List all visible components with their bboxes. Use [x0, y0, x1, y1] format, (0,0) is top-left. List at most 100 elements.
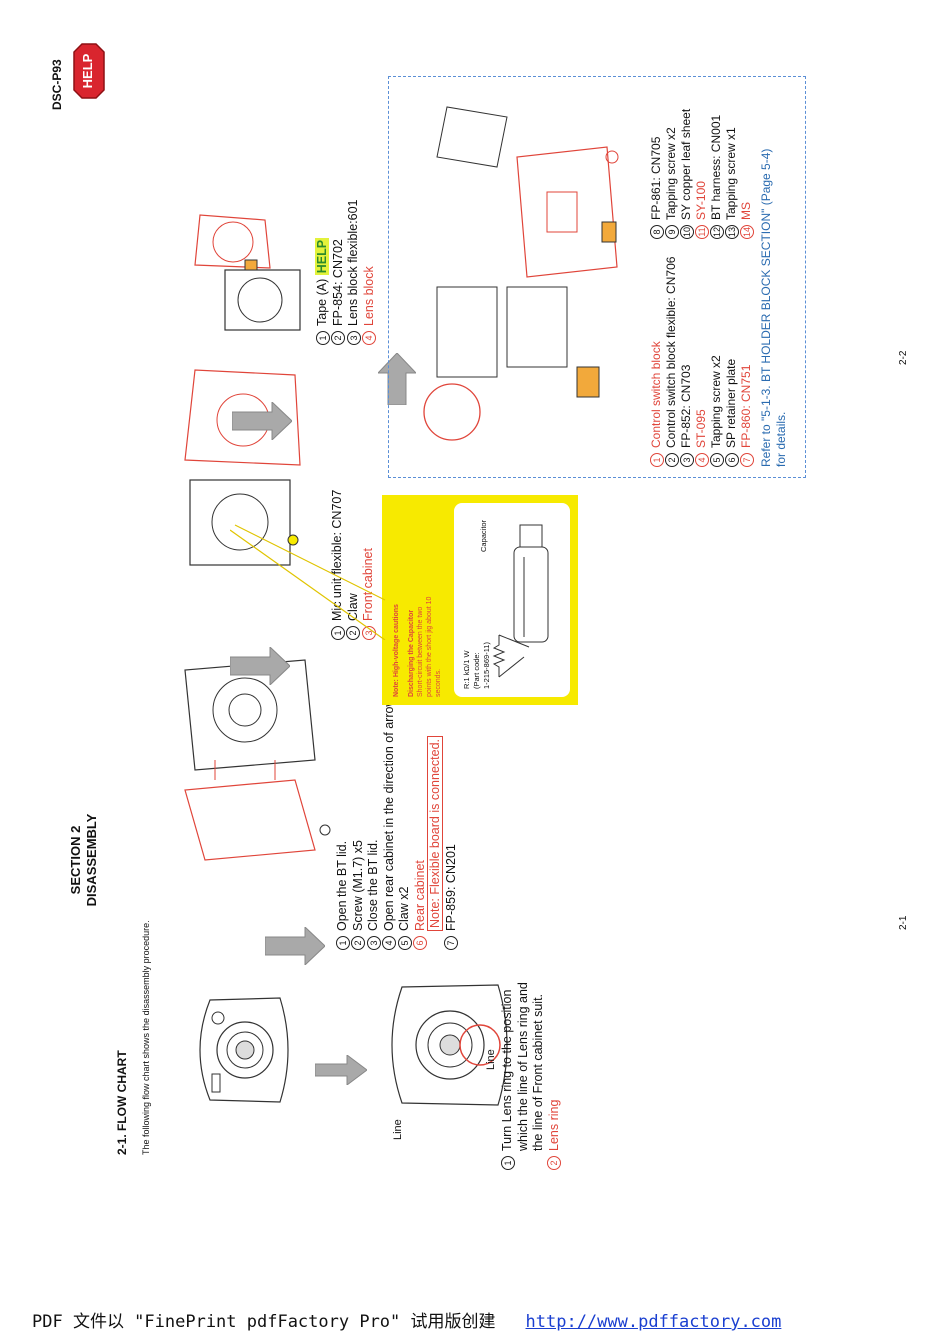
step5-item-7-text: FP-860: CN751	[739, 364, 753, 448]
step5-item-9-text: Tapping screw x2	[664, 127, 678, 220]
step2-item-1: 1Open the BT lid.	[335, 620, 351, 950]
step5-item-8: 8FP-861: CN705	[649, 79, 664, 239]
camera-lens-ring-illustration	[380, 975, 525, 1115]
step2-item-3-text: Close the BT lid.	[366, 839, 380, 931]
step-number-badge: 1	[649, 453, 664, 467]
step5-item-7: 7 FP-860: CN751	[739, 247, 754, 467]
step5-item-1-text: Control switch block	[649, 341, 663, 448]
caution-line5: seconds.	[435, 668, 442, 697]
reference-line1[interactable]: Refer to "5-1-3. BT HOLDER BLOCK SECTION…	[759, 148, 773, 467]
step5-item-2-text: Control switch block flexible: CN706	[664, 256, 678, 448]
help-octagon-icon	[73, 43, 105, 99]
caution-line1: Note: High-voltage cautions	[393, 604, 400, 697]
bt-holder-reference[interactable]: Refer to "5-1-3. BT HOLDER BLOCK SECTION…	[759, 87, 789, 467]
step5-item-3-text: FP-852: CN703	[679, 364, 693, 448]
step5-item-6: 6SP retainer plate	[724, 247, 739, 467]
step5-item-14: 14MS	[739, 79, 754, 239]
step1-item-2: 2Lens ring	[547, 970, 563, 1170]
rear-cabinet-exploded-illustration	[175, 650, 340, 870]
step-number-badge: 9	[664, 225, 679, 239]
step2-item-4-text: Open rear cabinet in the direction of ar…	[381, 694, 396, 931]
step-number-badge: 7	[444, 936, 459, 950]
flow-arrow-right	[230, 647, 290, 685]
step5-left-list: 1 Control switch block 2 Control switch bl…	[649, 247, 754, 467]
line-label-right: Line	[485, 1049, 497, 1070]
note-leader-lines	[230, 524, 386, 640]
pdffactory-link[interactable]: http://www.pdffactory.com	[525, 1312, 782, 1332]
step5-item-2: 2 Control switch block flexible: CN706	[664, 247, 679, 467]
step4-item-1-text: Tape (A)	[315, 278, 329, 326]
step5-item-13: 13 Tapping screw x1	[724, 79, 739, 239]
step-number-badge: 13	[724, 225, 739, 239]
step5-item-4-text: ST-095	[694, 409, 708, 448]
capacitor-diagram: R:1 kΩ/1 W (Part code: 1-215-869-11) Cap…	[454, 503, 570, 697]
step-number-badge: 3	[679, 453, 694, 467]
step2-item-2-text: Screw (M1.7) x5	[350, 840, 365, 931]
step-number-badge: 5	[709, 453, 724, 467]
caution-line3: Short-circuit between the two	[417, 606, 424, 697]
step-number-badge: 14	[739, 225, 754, 239]
step5-right-list: 8FP-861: CN705 9 Tapping screw x2 10 SY co…	[649, 79, 754, 239]
flow-arrow-right	[265, 927, 325, 965]
step2-item-2: 2 Screw (M1.7) x5	[351, 620, 367, 950]
step-number-badge: 1	[315, 331, 330, 345]
step-number-badge: 4	[362, 331, 377, 345]
help-button[interactable]: HELP	[72, 42, 111, 100]
step-number-badge: 5	[397, 936, 412, 950]
pdf-footer: PDF 文件以 "FinePrint pdfFactory Pro" 试用版创建…	[32, 1307, 781, 1332]
model-label: DSC-P93	[50, 59, 64, 110]
step5-item-1: 1 Control switch block	[649, 247, 664, 467]
manual-page: DSC-P93 HELP SECTION 2 DISASSEMBLY 2-1. …	[50, 42, 909, 1170]
step5-item-12-text: BT harness: CN001	[709, 114, 723, 220]
step5-item-10: 10 SY copper leaf sheet	[679, 79, 694, 239]
step5-item-3: 3 FP-852: CN703	[679, 247, 694, 467]
rotated-page-content: DSC-P93 HELP SECTION 2 DISASSEMBLY 2-1. …	[50, 42, 909, 1170]
step5-item-5: 5 Tapping screw x2	[709, 247, 724, 467]
page-number-left: 2-1	[898, 915, 909, 930]
step4-item-3: 3Lens block flexible:601	[346, 125, 362, 345]
step4-item-2-text: FP-854: CN702	[330, 239, 345, 326]
step5-item-9: 9 Tapping screw x2	[664, 79, 679, 239]
step2-item-1-text: Open the BT lid.	[335, 840, 349, 931]
line-label-left: Line	[392, 1119, 404, 1140]
step5-item-10-text: SY copper leaf sheet	[679, 108, 693, 220]
caution-line4: points with the short jig about 10	[426, 596, 433, 697]
step5-item-4: 4 ST-095	[694, 247, 709, 467]
step-number-badge: 2	[664, 453, 679, 467]
step2-item-3: 3Close the BT lid.	[366, 620, 382, 950]
step-number-badge: 10	[679, 225, 694, 239]
section-title-line2: DISASSEMBLY	[84, 813, 99, 907]
step4-instructions: 1 Tape (A) HELP 2 FP-854: CN702 3Lens bloc…	[315, 125, 377, 345]
step4-item-2: 2 FP-854: CN702	[331, 125, 347, 345]
step2-item-7-text: FP-859: CN201	[443, 844, 458, 931]
step-number-badge: 11	[694, 225, 709, 239]
capacitor-label: Capacitor	[479, 519, 488, 552]
step-number-badge: 2	[351, 936, 366, 950]
step-number-badge: 4	[694, 453, 709, 467]
step1-item-1-cont: which the line of Lens ring and	[515, 982, 530, 1151]
step-number-badge: 4	[382, 936, 397, 950]
step2-item-5-text: Claw x2	[397, 886, 411, 931]
camera-front-illustration	[190, 990, 305, 1110]
step-number-badge: 1	[500, 1156, 515, 1170]
step5-item-13-text: Tapping screw x1	[724, 127, 738, 220]
page-number-right: 2-2	[898, 350, 909, 365]
help-label: HELP	[80, 53, 95, 89]
flow-chart-intro: The following flow chart shows the disas…	[141, 920, 151, 1155]
caution-text: Note: High-voltage cautions Discharging …	[392, 522, 443, 697]
lens-block-illustration	[185, 210, 315, 340]
caution-line2: Discharging the Capacitor	[408, 609, 415, 697]
capacitor-caution-box: Note: High-voltage cautions Discharging …	[382, 495, 578, 705]
step5-item-5-text: Tapping screw x2	[709, 355, 723, 448]
section-title-line1: SECTION 2	[68, 825, 83, 895]
flow-arrow-right	[232, 402, 292, 440]
step4-item-4: 4Lens block	[362, 125, 378, 345]
help-link[interactable]: HELP	[315, 237, 329, 276]
step1-item-1: 1Turn Lens ring to the position	[500, 970, 516, 1170]
step4-item-3-text: Lens block flexible:601	[346, 199, 360, 326]
step1-item-2-text: Lens ring	[546, 1099, 561, 1151]
step-number-badge: 12	[709, 225, 724, 239]
pdf-footer-text: PDF 文件以 "FinePrint pdfFactory Pro" 试用版创建	[32, 1312, 496, 1332]
step-number-badge: 2	[331, 331, 346, 345]
step-number-badge: 7	[739, 453, 754, 467]
